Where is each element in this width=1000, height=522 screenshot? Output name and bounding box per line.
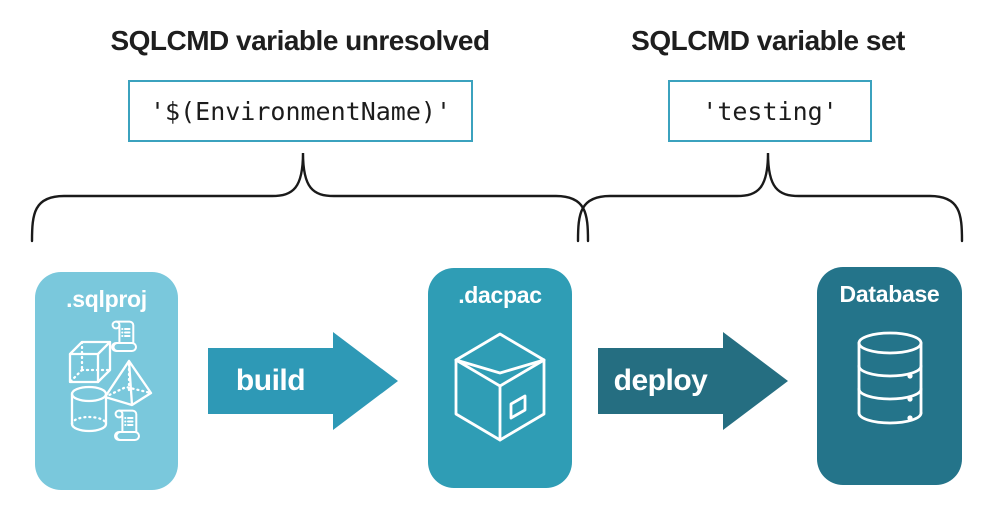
code-box-unresolved: '$(EnvironmentName)' <box>128 80 473 142</box>
build-arrow-label: build <box>235 364 306 397</box>
node-dacpac-label: .dacpac <box>458 282 542 308</box>
deploy-arrow-label: deploy <box>613 364 708 397</box>
node-database: Database <box>817 267 962 485</box>
node-database-label: Database <box>839 281 940 307</box>
database-cylinder-icon <box>857 331 923 425</box>
code-text-unresolved: '$(EnvironmentName)' <box>149 96 452 126</box>
build-arrow <box>208 332 398 430</box>
code-text-set: 'testing' <box>702 96 838 126</box>
scroll-icon <box>114 409 140 441</box>
left-brace <box>30 152 590 243</box>
scroll-icon <box>111 320 137 352</box>
node-sqlproj: .sqlproj <box>35 272 178 490</box>
node-sqlproj-label: .sqlproj <box>66 286 147 312</box>
cylinder-icon <box>70 385 108 433</box>
node-dacpac: .dacpac <box>428 268 572 488</box>
pyramid-icon <box>103 359 153 407</box>
right-brace <box>576 152 964 243</box>
code-box-set: 'testing' <box>668 80 872 142</box>
deploy-arrow <box>598 332 788 430</box>
heading-sqlcmd-unresolved: SQLCMD variable unresolved <box>110 25 490 56</box>
cube-icon <box>68 340 112 384</box>
heading-sqlcmd-set: SQLCMD variable set <box>631 25 905 56</box>
package-icon <box>454 332 546 442</box>
